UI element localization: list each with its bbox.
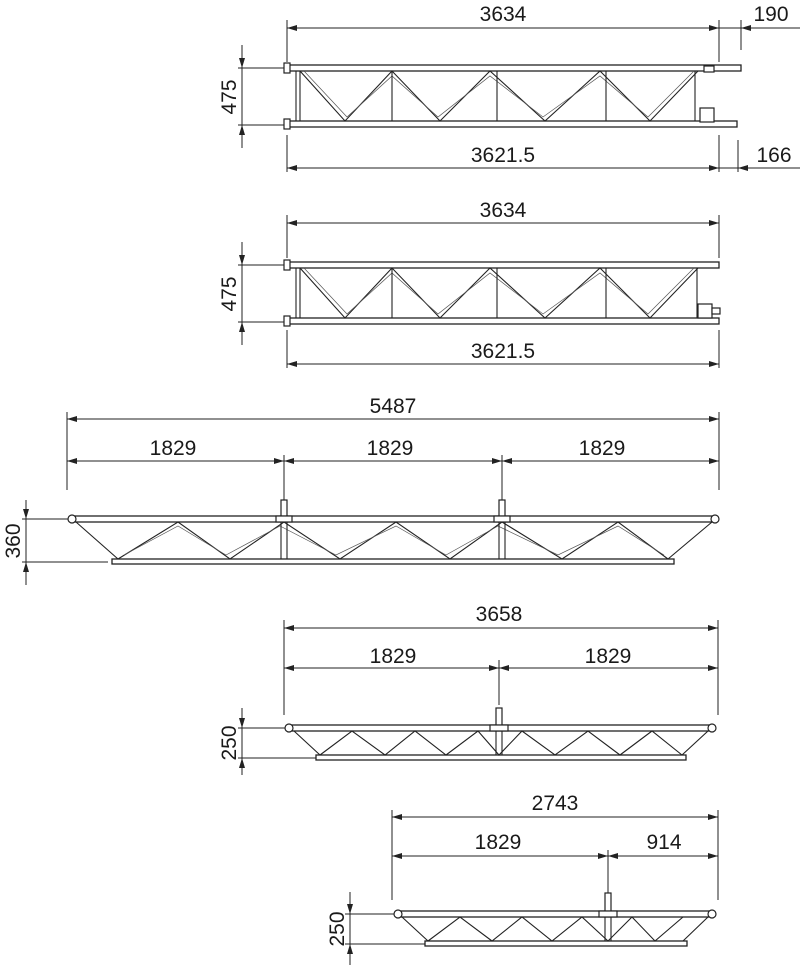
dimension-overall-length: 3658 bbox=[284, 603, 718, 631]
dimension-bottom-length: 3621.5 bbox=[287, 340, 719, 367]
label-span-2: 1829 bbox=[585, 645, 632, 668]
truss-1-body bbox=[283, 62, 742, 130]
label-overall-length: 2743 bbox=[532, 792, 579, 815]
label-overhang: 190 bbox=[753, 3, 788, 26]
label-height: 475 bbox=[218, 276, 241, 311]
dimension-overall-length: 5487 bbox=[67, 395, 719, 422]
dimension-height: 475 bbox=[218, 242, 245, 345]
dimension-height: 475 bbox=[218, 45, 245, 148]
label-span-1: 1829 bbox=[370, 645, 417, 668]
label-span-3: 1829 bbox=[579, 437, 626, 460]
label-span-1: 1829 bbox=[475, 831, 522, 854]
label-bottom-overhang: 166 bbox=[756, 144, 791, 167]
truss-2: 3634 475 3621.5 bbox=[218, 199, 721, 368]
label-span-1: 1829 bbox=[150, 437, 197, 460]
dimension-overall-length: 3634 bbox=[287, 3, 719, 31]
truss-3-body bbox=[67, 499, 720, 565]
truss-3: 5487 1829 1829 1829 360 bbox=[2, 395, 720, 585]
label-overall-length: 3634 bbox=[480, 3, 527, 26]
dimension-overhang: 190 bbox=[719, 3, 800, 31]
label-span-2: 1829 bbox=[367, 437, 414, 460]
truss-5: 2743 1829 914 250 bbox=[326, 792, 719, 965]
truss-4: 3658 1829 1829 250 bbox=[218, 603, 719, 775]
dimension-overall-length: 3634 bbox=[287, 199, 719, 226]
dimension-spans: 1829 914 bbox=[392, 831, 718, 859]
label-bottom-length: 3621.5 bbox=[471, 340, 535, 363]
label-height: 360 bbox=[2, 523, 25, 558]
dimension-spans: 1829 1829 1829 bbox=[67, 437, 719, 464]
truss-4-body bbox=[284, 707, 717, 761]
dimension-height: 250 bbox=[218, 708, 245, 775]
label-span-2: 914 bbox=[646, 831, 681, 854]
dimension-spans: 1829 1829 bbox=[284, 645, 718, 671]
dimension-height: 360 bbox=[2, 500, 29, 585]
label-height: 250 bbox=[326, 911, 349, 946]
label-height: 250 bbox=[218, 725, 241, 760]
dimension-bottom-overhang: 166 bbox=[719, 144, 800, 171]
dimension-height: 250 bbox=[326, 892, 353, 965]
label-height: 475 bbox=[218, 79, 241, 114]
label-overall-length: 3634 bbox=[480, 199, 527, 222]
truss-1: 3634 190 475 3621.5 166 bbox=[218, 3, 800, 172]
label-bottom-length: 3621.5 bbox=[471, 144, 535, 167]
label-overall-length: 3658 bbox=[476, 603, 523, 626]
truss-2-body bbox=[283, 259, 721, 327]
truss-5-body bbox=[393, 892, 717, 947]
dimension-bottom-length: 3621.5 bbox=[287, 144, 719, 171]
dimension-overall-length: 2743 bbox=[392, 792, 718, 820]
label-overall-length: 5487 bbox=[370, 395, 417, 418]
